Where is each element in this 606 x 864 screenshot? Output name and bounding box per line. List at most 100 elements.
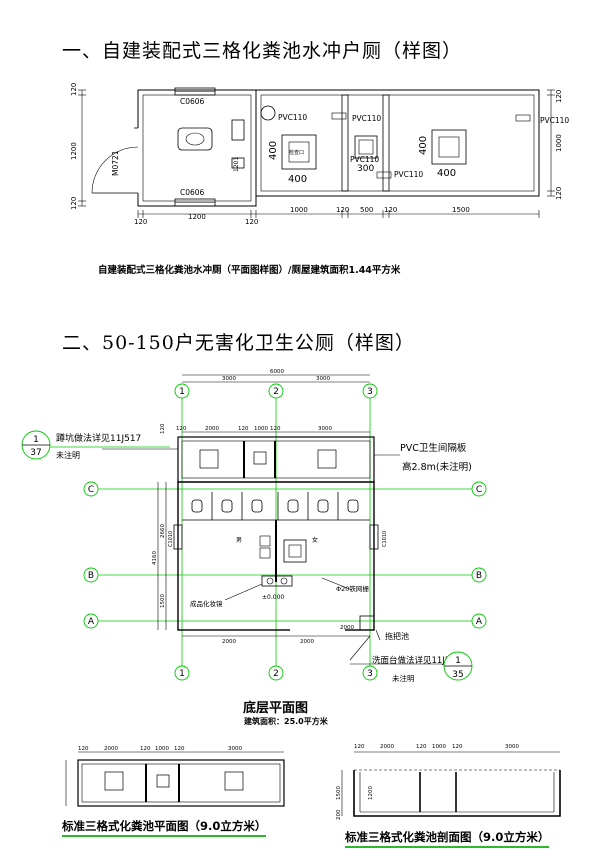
dim-bot-2000c: 2000 xyxy=(340,625,354,631)
axis-a-right: A xyxy=(476,617,483,627)
plan-dim-b: 2000 xyxy=(104,746,118,752)
finished-sink-label: 成品化妆镜 xyxy=(190,599,223,608)
door-label: M0721 xyxy=(111,150,120,176)
dim-3000-right: 3000 xyxy=(316,376,330,382)
window-label-bottom: C0606 xyxy=(180,188,205,197)
septic-plan-title: 标准三格式化粪池平面图（9.0立方米） xyxy=(62,818,267,837)
callout-bot-text: 洗面台做法详见11J517 xyxy=(372,655,461,666)
ventilation-label: Φ20铁网栅 xyxy=(336,584,369,593)
axis-3-bottom: 3 xyxy=(367,669,373,679)
mop-pool-label: 拖把池 xyxy=(385,631,409,641)
dim-sub-120c: 120 xyxy=(270,426,281,432)
plan-dim-f: 3000 xyxy=(228,746,242,752)
section-dim-d: 1000 xyxy=(432,744,446,750)
callout-top-den: 37 xyxy=(30,448,41,458)
pvc-label-1: PVC110 xyxy=(278,113,307,122)
pvc-label-4: PVC110 xyxy=(394,170,423,179)
septic-section-small xyxy=(341,751,561,817)
dim-bot-1500: 1500 xyxy=(452,206,470,214)
dim-sub-2000: 2000 xyxy=(205,426,219,432)
section2-heading: 二、50-150户无害化卫生公厕（样图） xyxy=(62,332,415,354)
pvc-label-5: PVC110 xyxy=(540,116,569,125)
floor-plan-title: 底层平面图 xyxy=(243,701,309,716)
dim-sub-120a: 120 xyxy=(176,426,187,432)
axis-1-top: 1 xyxy=(179,387,185,397)
elevation-label: ±0.000 xyxy=(262,594,284,601)
dim-bot-120c: 120 xyxy=(336,206,349,214)
section-dim-h2: 1500 xyxy=(336,786,342,800)
axis-1-bottom: 1 xyxy=(179,669,185,679)
section-dim-h1: 1200 xyxy=(368,786,374,800)
axis-2-top: 2 xyxy=(273,387,279,397)
dim-left-mid: 1200 xyxy=(70,142,78,160)
male-label: 男 xyxy=(236,537,242,544)
pvc-label-2: PVC110 xyxy=(352,114,381,123)
section1-heading: 一、自建装配式三格化粪池水冲户厕（样图） xyxy=(62,40,463,62)
window-label-top: C0606 xyxy=(180,97,205,106)
callout-bot-den: 35 xyxy=(452,670,463,680)
dim-left-4160: 4160 xyxy=(152,551,158,565)
dim-right-top: 120 xyxy=(555,90,563,103)
dim-300: 300 xyxy=(357,164,374,174)
callout-top-sub: 未注明 xyxy=(56,450,80,460)
section1-labels: C0606 C0606 M0721 PVC110 PVC110 PVC110 P… xyxy=(70,83,569,226)
dim-400-c: 400 xyxy=(437,168,456,179)
dim-left-top: 120 xyxy=(70,83,78,96)
dim-bot-1200: 1200 xyxy=(188,213,206,221)
dim-sub-120b: 120 xyxy=(238,426,249,432)
dim-left-bot: 120 xyxy=(70,197,78,210)
plan-dim-a: 120 xyxy=(78,746,89,752)
dim-left-1500: 1500 xyxy=(160,594,166,608)
dim-400-d: 400 xyxy=(418,136,429,155)
pvc-label-3: PVC110 xyxy=(350,155,379,164)
floor-plan-area: 建筑面积：25.0平方米 xyxy=(244,717,328,726)
septic-plan-small xyxy=(65,751,285,807)
axis-a-left: A xyxy=(88,617,95,627)
plan-dim-d: 1000 xyxy=(155,746,169,752)
axis-c-right: C xyxy=(476,485,482,495)
dim-1201: 1201 xyxy=(233,157,240,172)
dim-bot-2000b: 2000 xyxy=(300,639,314,645)
pvc-height-label: 高2.8m(未注明) xyxy=(402,461,472,473)
callout-top-num: 1 xyxy=(33,435,39,445)
window-c1010-right: C1010 xyxy=(382,531,388,547)
dim-sub-3000: 3000 xyxy=(318,426,332,432)
section3-labels: 120 2000 120 1000 120 3000 120 2000 120 … xyxy=(78,744,519,820)
dim-right-bot: 120 xyxy=(555,187,563,200)
axis-2-bottom: 2 xyxy=(273,669,279,679)
septic-section-title: 标准三格式化粪池剖面图（9.0立方米） xyxy=(345,829,550,848)
section-dim-f: 3000 xyxy=(505,744,519,750)
inspection-label: 检查口 xyxy=(289,149,304,156)
dim-left-120: 120 xyxy=(160,423,166,434)
dim-bot-500: 500 xyxy=(360,206,373,214)
plan-dim-e: 120 xyxy=(174,746,185,752)
public-toilet-plan xyxy=(48,374,472,666)
female-label: 女 xyxy=(312,536,318,544)
axis-b-left: B xyxy=(88,571,94,581)
dim-400-a: 400 xyxy=(288,174,307,185)
dim-right-mid: 1000 xyxy=(555,134,563,152)
section1-caption: 自建装配式三格化粪池水冲厕（平面图样图）/厕屋建筑面积1.44平方米 xyxy=(98,265,401,276)
axis-3-top: 3 xyxy=(367,387,373,397)
section-dim-b: 2000 xyxy=(380,744,394,750)
dim-3000-left: 3000 xyxy=(222,376,236,382)
dim-400-b: 400 xyxy=(268,141,279,160)
callout-bot-sub: 未注明 xyxy=(392,673,415,683)
section2-labels: 1 2 3 1 2 3 C B A C B A 6000 3000 3000 1… xyxy=(21,369,487,683)
dim-bot-120a: 120 xyxy=(134,218,147,226)
dim-6000: 6000 xyxy=(270,369,284,375)
household-toilet-plan xyxy=(78,87,555,218)
dim-bot-120b: 120 xyxy=(245,218,258,226)
callout-bot-num: 1 xyxy=(455,656,461,666)
section-dim-e: 120 xyxy=(452,744,463,750)
section-dim-a: 120 xyxy=(354,744,365,750)
dim-bot-120d: 120 xyxy=(384,206,397,214)
axis-c-left: C xyxy=(88,485,94,495)
callout-top-text: 蹲坑做法详见11J517 xyxy=(56,432,141,444)
plan-dim-c: 120 xyxy=(140,746,151,752)
dim-bot-2000a: 2000 xyxy=(222,639,236,645)
dim-bot-1000: 1000 xyxy=(290,206,308,214)
pvc-partition-label: PVC卫生间隔板 xyxy=(400,442,467,454)
section-dim-c: 120 xyxy=(416,744,427,750)
